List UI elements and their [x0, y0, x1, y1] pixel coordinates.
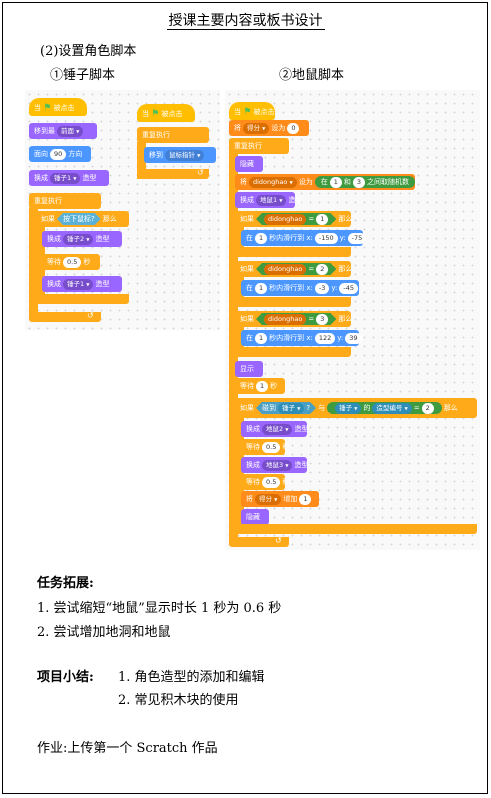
- green-flag-icon: ⚑: [243, 107, 252, 117]
- summary-heading: 项目小结:: [37, 670, 94, 685]
- when-flag-clicked-block[interactable]: 当 ⚑ 被点击: [29, 98, 87, 116]
- loop-arrow-icon: ↺: [87, 311, 94, 320]
- hide-block[interactable]: 隐藏: [235, 156, 263, 172]
- forever-block-2[interactable]: 重复执行: [137, 127, 209, 143]
- when-flag-clicked-block-2[interactable]: 当 ⚑ 被点击: [137, 104, 195, 122]
- task-item-2: 2. 尝试增加地洞和地鼠: [37, 625, 171, 640]
- switch-costume-block[interactable]: 换成锤子1 ▾造型: [29, 170, 109, 186]
- go-to-front-block[interactable]: 移到最前面 ▾: [29, 123, 97, 139]
- hammer-script-heading: ①锤子脚本: [50, 68, 116, 83]
- switch-mole2-block[interactable]: 换成地鼠2 ▾造型: [241, 421, 308, 437]
- homework-text: 作业:上传第一个 Scratch 作品: [37, 741, 218, 756]
- summary-item-1: 1. 角色造型的添加和编辑: [118, 670, 265, 685]
- switch-mole1-block[interactable]: 换成地鼠1 ▾造型: [235, 192, 302, 208]
- green-flag-icon: ⚑: [43, 103, 52, 113]
- show-block[interactable]: 显示: [235, 361, 263, 377]
- if-then-block[interactable]: 如果按下鼠标?那么: [36, 211, 129, 227]
- forever-block[interactable]: 重复执行: [29, 193, 101, 209]
- switch-costume-hammer2-block[interactable]: 换成锤子2 ▾造型: [42, 231, 122, 247]
- forever-block-3[interactable]: 重复执行: [229, 138, 289, 154]
- page-title: 授课主要内容或板书设计: [166, 13, 325, 30]
- switch-mole3-block[interactable]: 换成地鼠3 ▾造型: [241, 457, 308, 473]
- section-heading: (2)设置角色脚本: [40, 44, 137, 59]
- summary-item-2: 2. 常见积木块的使用: [118, 693, 239, 708]
- task-heading: 任务拓展:: [37, 576, 94, 591]
- switch-costume-hammer1-block[interactable]: 换成锤子1 ▾造型: [42, 276, 122, 292]
- hide-block-2[interactable]: 隐藏: [241, 509, 269, 525]
- loop-arrow-icon: ↺: [275, 536, 282, 545]
- go-to-mouse-pointer-block[interactable]: 移到鼠标指针 ▾: [144, 147, 216, 163]
- green-flag-icon: ⚑: [151, 109, 160, 119]
- mouse-script-heading: ②地鼠脚本: [279, 68, 345, 83]
- loop-arrow-icon: ↺: [197, 168, 204, 177]
- mouse-down-condition[interactable]: 按下鼠标?: [57, 213, 101, 225]
- when-flag-clicked-block-3[interactable]: 当 ⚑ 被点击: [229, 102, 275, 120]
- task-item-1: 1. 尝试缩短“地鼠”显示时长 1 秒为 0.6 秒: [37, 601, 282, 616]
